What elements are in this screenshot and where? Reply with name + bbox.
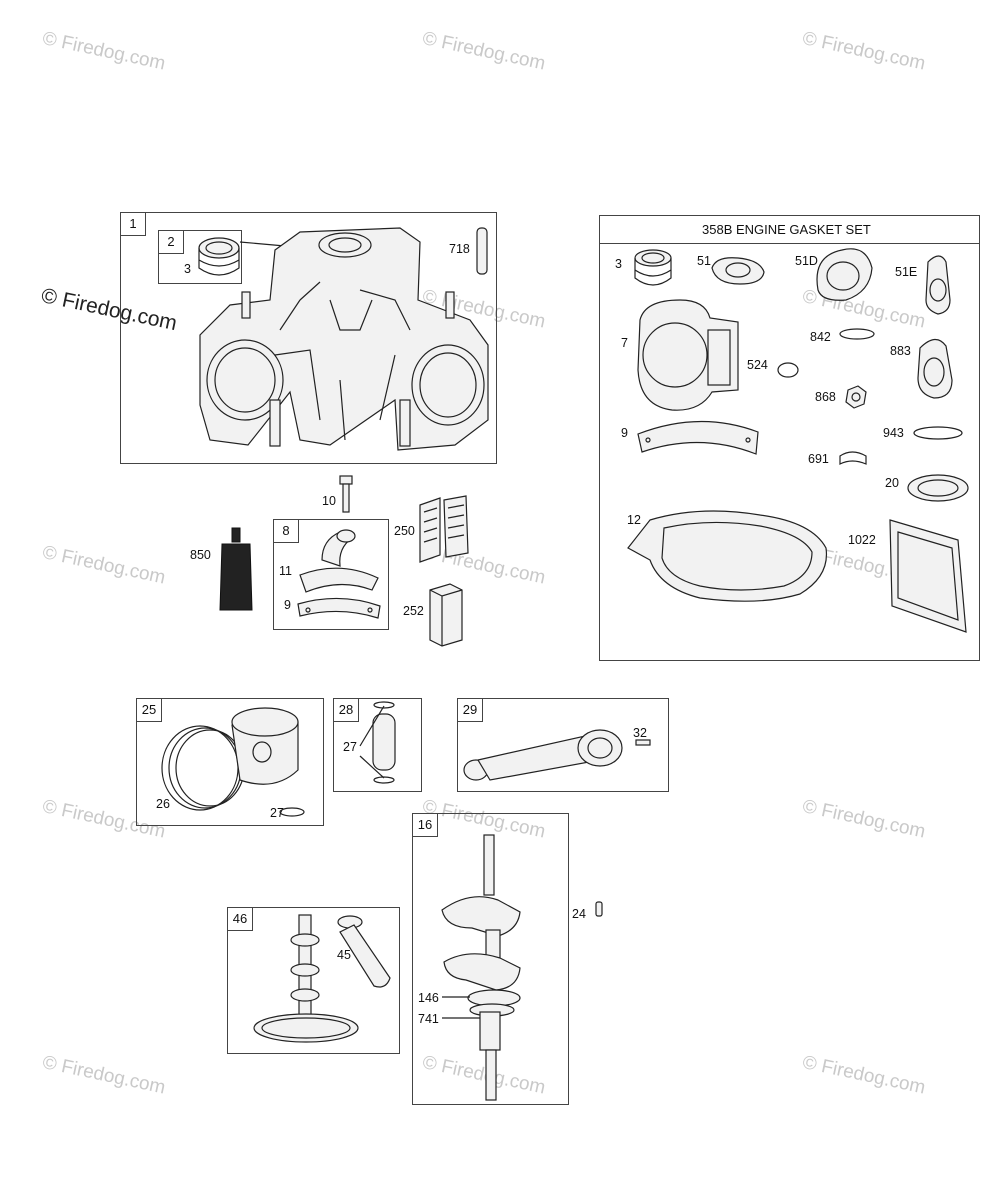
gasket-callout-51e: 51E [895,265,918,279]
gasket-callout-9: 9 [621,426,628,440]
gasket-callout-1022: 1022 [848,533,876,547]
gasket-callout-883: 883 [890,344,911,358]
callout-24: 24 [572,907,586,921]
callout-9: 9 [284,598,291,612]
callout-25: 25 [136,698,162,722]
gasket-callout-842: 842 [810,330,831,344]
callout-250: 250 [394,524,415,538]
gasket-callout-51: 51 [697,254,711,268]
gasket-callout-51d: 51D [795,254,818,268]
piston-panel [136,698,324,826]
callout-741: 741 [418,1012,439,1026]
callout-32: 32 [633,726,647,740]
gasket-callout-524: 524 [747,358,768,372]
connecting-rod-panel [457,698,669,792]
callout-27-pin: 27 [343,740,357,754]
intake-panel [273,519,389,630]
callout-28: 28 [333,698,359,722]
gasket-callout-943: 943 [883,426,904,440]
wrist-pin-panel [333,698,422,792]
gasket-set-title: 358B ENGINE GASKET SET [702,222,871,237]
callout-1: 1 [120,212,146,236]
callout-46: 46 [227,907,253,931]
gasket-set-header [599,215,980,244]
gasket-callout-3: 3 [615,257,622,271]
callout-2: 2 [158,230,184,254]
callout-252: 252 [403,604,424,618]
camshaft-panel [227,907,400,1054]
gasket-callout-20: 20 [885,476,899,490]
callout-3: 3 [184,262,191,276]
seal-subpanel [158,230,242,284]
callout-27: 27 [270,806,284,820]
callout-26: 26 [156,797,170,811]
gasket-callout-7: 7 [621,336,628,350]
callout-11: 11 [279,564,292,578]
callout-10: 10 [322,494,336,508]
callout-8: 8 [273,519,299,543]
gasket-callout-12: 12 [627,513,641,527]
callout-146: 146 [418,991,439,1005]
callout-718: 718 [449,242,470,256]
gasket-callout-691: 691 [808,452,829,466]
callout-29: 29 [457,698,483,722]
callout-45: 45 [337,948,351,962]
cylinder-block-panel [120,212,497,464]
crankshaft-panel [412,813,569,1105]
callout-16: 16 [412,813,438,837]
callout-850: 850 [190,548,211,562]
gasket-callout-868: 868 [815,390,836,404]
